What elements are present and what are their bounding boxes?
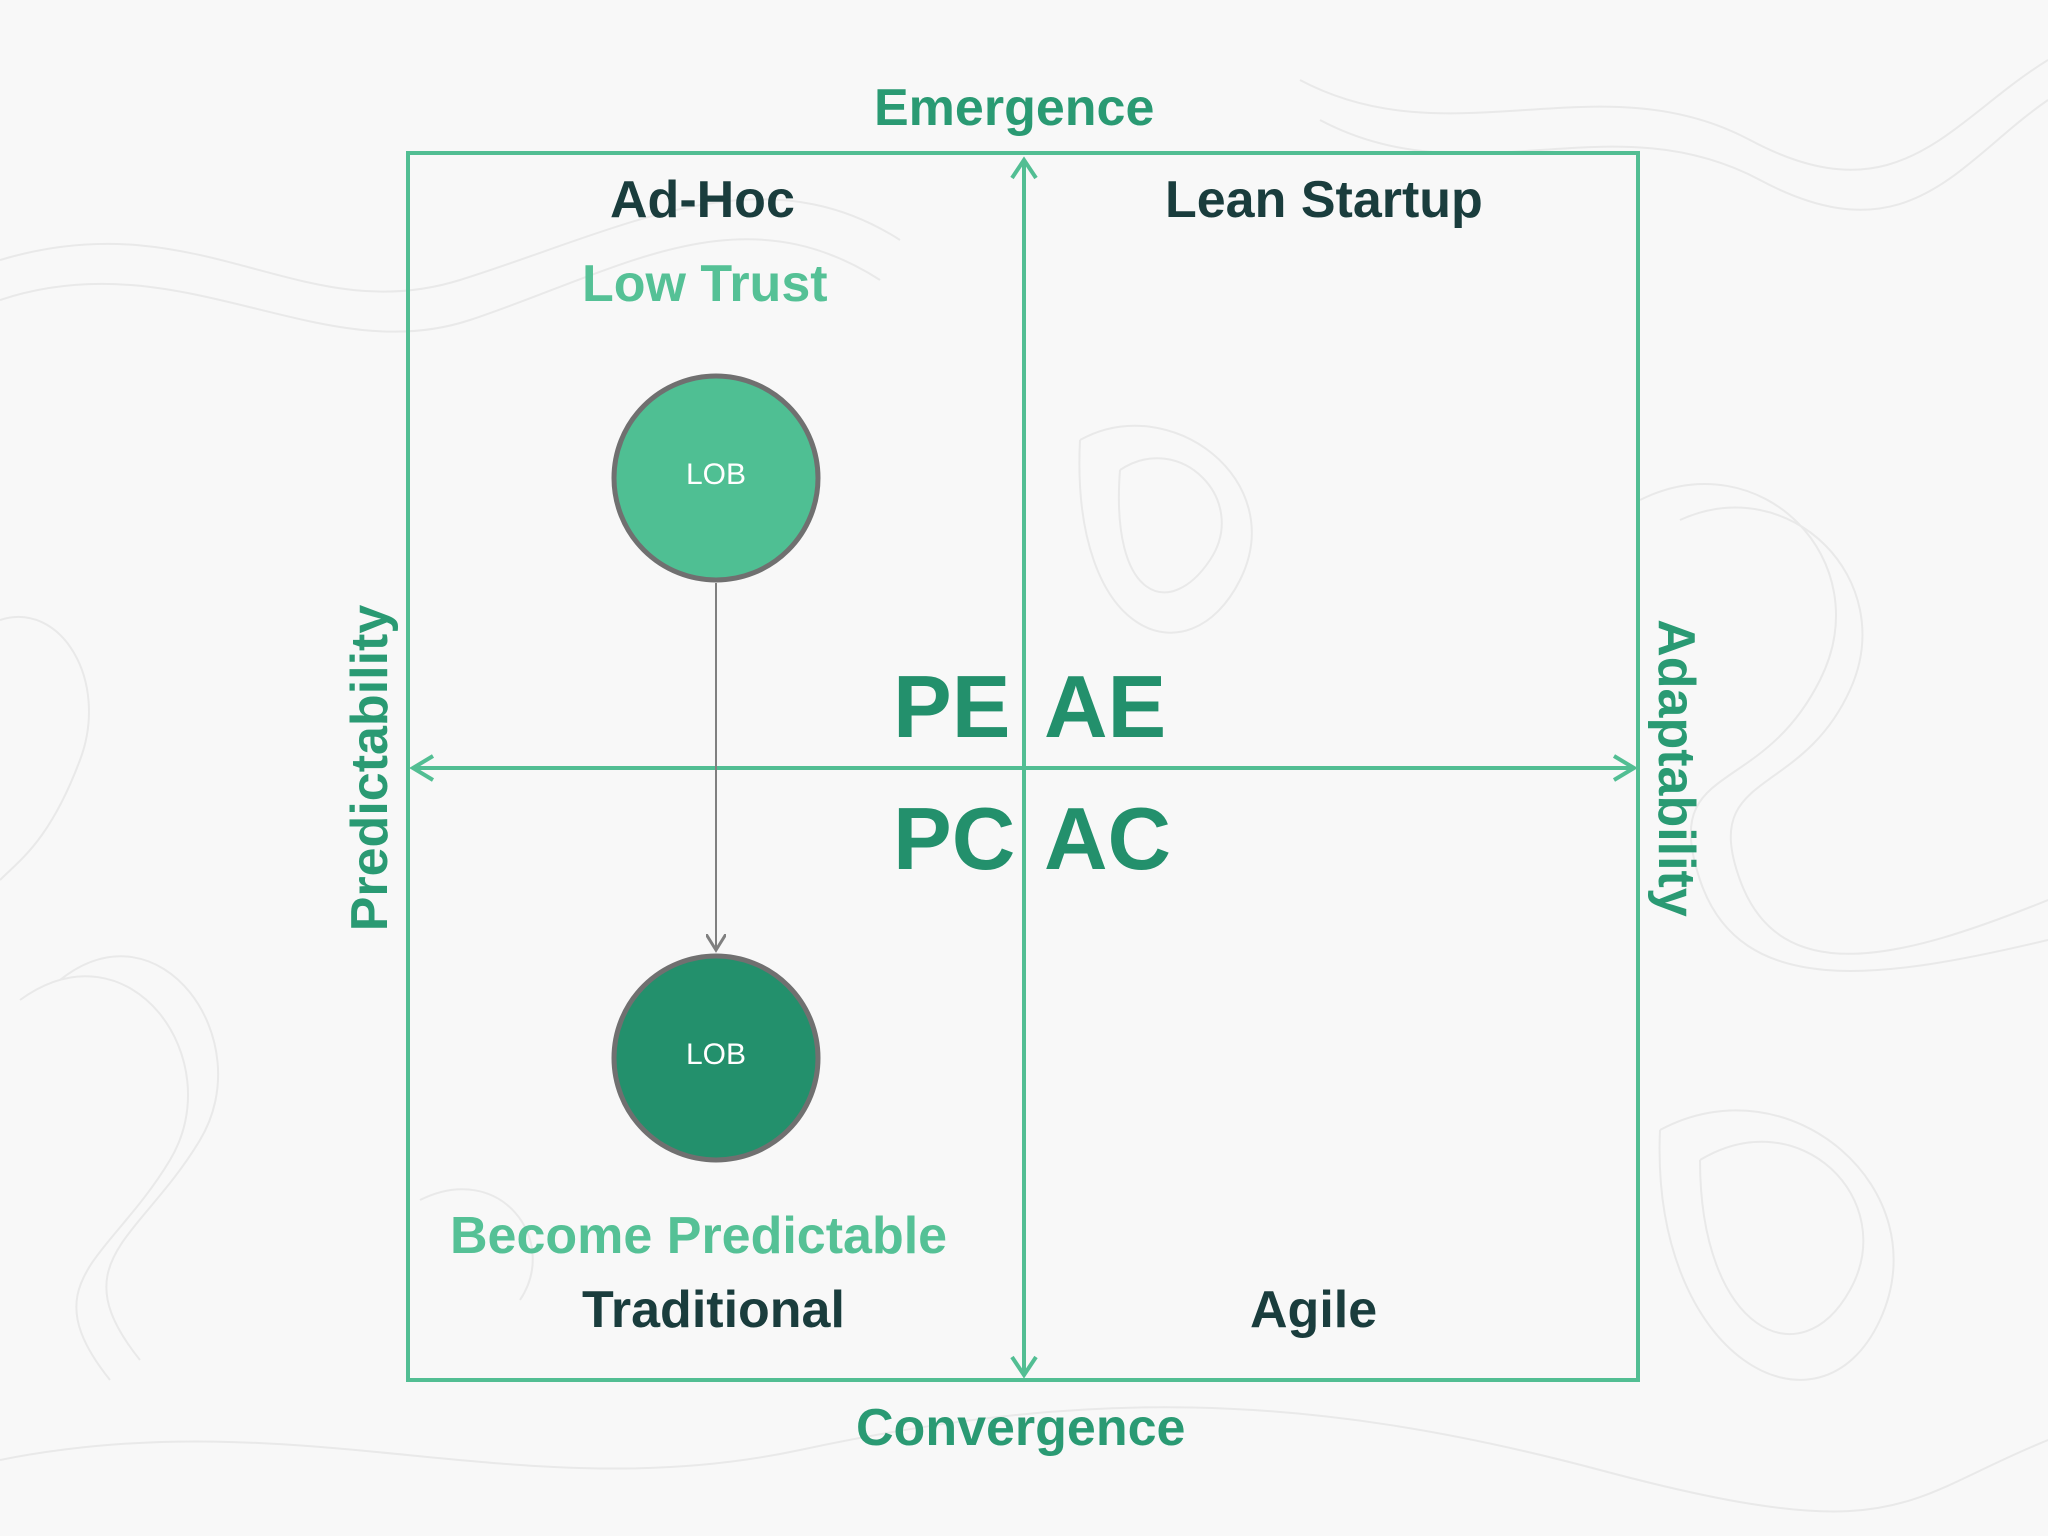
- quadrant-label-agile: Agile: [1250, 1281, 1378, 1339]
- center-label-pc: PC: [893, 789, 1016, 888]
- horizontal-axis-arrow-left: [409, 754, 435, 782]
- axis-label-adaptability: Adaptability: [1647, 619, 1705, 917]
- axis-label-convergence: Convergence: [856, 1399, 1186, 1457]
- axis-label-emergence: Emergence: [874, 79, 1155, 137]
- horizontal-axis-arrow-right: [1612, 754, 1638, 782]
- annotation-low-trust: Low Trust: [582, 255, 828, 313]
- quadrant-label-traditional: Traditional: [582, 1281, 845, 1339]
- quadrant-label-ad-hoc: Ad-Hoc: [610, 171, 795, 229]
- axis-label-predictability: Predictability: [341, 604, 399, 932]
- center-label-ac: AC: [1044, 789, 1172, 888]
- lob-node-top: [611, 373, 821, 583]
- quadrant-frame: [406, 151, 1640, 1382]
- lob-node-bottom: [611, 953, 821, 1163]
- lob-node-top-label: LOB: [685, 458, 747, 491]
- center-label-pe: PE: [893, 657, 1011, 756]
- annotation-become-predictable: Become Predictable: [450, 1207, 948, 1265]
- vertical-axis-arrow-top: [1010, 156, 1038, 180]
- vertical-axis-arrow-bottom: [1010, 1355, 1038, 1379]
- quadrant-label-lean-startup: Lean Startup: [1165, 171, 1483, 229]
- lob-node-bottom-label: LOB: [685, 1038, 747, 1071]
- center-label-ae: AE: [1044, 657, 1167, 756]
